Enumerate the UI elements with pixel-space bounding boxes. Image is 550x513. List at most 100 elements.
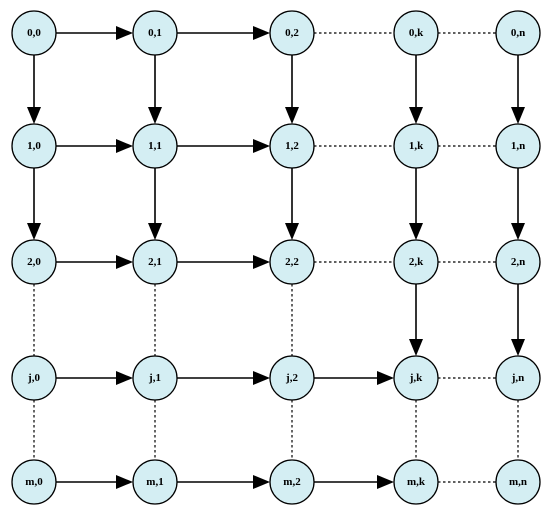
node-2-2: 2,2 bbox=[269, 239, 315, 285]
node-circle bbox=[269, 459, 315, 505]
node-label: m,n bbox=[509, 476, 527, 488]
node-label: 1,n bbox=[511, 140, 525, 152]
node-label: m,0 bbox=[25, 476, 43, 488]
node-circle bbox=[11, 239, 57, 285]
node-j-0: j,0 bbox=[11, 355, 57, 401]
node-circle bbox=[11, 10, 57, 56]
edge-1-k-to-2-k bbox=[409, 168, 423, 240]
arrowhead-icon bbox=[285, 107, 299, 124]
node-circle bbox=[495, 10, 541, 56]
node-circle bbox=[269, 239, 315, 285]
node-2-k: 2,k bbox=[393, 239, 439, 285]
edge-0-1-to-0-2 bbox=[177, 26, 270, 40]
node-label: m,k bbox=[407, 476, 426, 488]
node-2-0: 2,0 bbox=[11, 239, 57, 285]
edge-0-0-to-0-1 bbox=[56, 26, 133, 40]
edge-1-1-to-1-2 bbox=[177, 139, 270, 153]
node-label: 0,1 bbox=[148, 27, 162, 39]
node-label: 0,2 bbox=[285, 27, 299, 39]
arrowhead-icon bbox=[253, 139, 270, 153]
node-circle bbox=[11, 355, 57, 401]
node-2-1: 2,1 bbox=[132, 239, 178, 285]
edge-1-0-to-2-0 bbox=[27, 168, 41, 240]
node-circle bbox=[132, 459, 178, 505]
node-label: 2,2 bbox=[285, 256, 299, 268]
node-circle bbox=[11, 459, 57, 505]
node-0-n: 0,n bbox=[495, 10, 541, 56]
arrowhead-icon bbox=[148, 107, 162, 124]
node-circle bbox=[495, 355, 541, 401]
node-circle bbox=[393, 355, 439, 401]
edge-1-1-to-2-1 bbox=[148, 168, 162, 240]
node-label: m,2 bbox=[283, 476, 301, 488]
edge-1-2-to-2-2 bbox=[285, 168, 299, 240]
edge-0-0-to-1-0 bbox=[27, 55, 41, 124]
arrowhead-icon bbox=[116, 475, 133, 489]
node-label: 1,2 bbox=[285, 140, 299, 152]
edge-m-0-to-m-1 bbox=[56, 475, 133, 489]
node-0-k: 0,k bbox=[393, 10, 439, 56]
arrowhead-icon bbox=[511, 223, 525, 240]
node-m-0: m,0 bbox=[11, 459, 57, 505]
node-label: 2,n bbox=[511, 256, 525, 268]
node-label: 2,0 bbox=[27, 256, 41, 268]
node-circle bbox=[269, 123, 315, 169]
arrowhead-icon bbox=[285, 223, 299, 240]
node-j-2: j,2 bbox=[269, 355, 315, 401]
node-0-1: 0,1 bbox=[132, 10, 178, 56]
node-label: 1,1 bbox=[148, 140, 162, 152]
node-j-1: j,1 bbox=[132, 355, 178, 401]
node-j-k: j,k bbox=[393, 355, 439, 401]
edge-2-0-to-2-1 bbox=[56, 255, 133, 269]
edge-j-0-to-j-1 bbox=[56, 371, 133, 385]
edge-m-1-to-m-2 bbox=[177, 475, 270, 489]
node-circle bbox=[132, 123, 178, 169]
arrowhead-icon bbox=[409, 339, 423, 356]
node-1-k: 1,k bbox=[393, 123, 439, 169]
node-circle bbox=[132, 10, 178, 56]
node-1-n: 1,n bbox=[495, 123, 541, 169]
arrowhead-icon bbox=[377, 371, 394, 385]
node-label: j,k bbox=[409, 372, 423, 384]
edge-0-1-to-1-1 bbox=[148, 55, 162, 124]
node-m-1: m,1 bbox=[132, 459, 178, 505]
node-0-0: 0,0 bbox=[11, 10, 57, 56]
node-circle bbox=[393, 459, 439, 505]
node-circle bbox=[269, 355, 315, 401]
node-m-2: m,2 bbox=[269, 459, 315, 505]
node-label: 1,0 bbox=[27, 140, 41, 152]
node-label: j,1 bbox=[148, 372, 161, 384]
edge-1-0-to-1-1 bbox=[56, 139, 133, 153]
node-circle bbox=[393, 123, 439, 169]
arrowhead-icon bbox=[27, 107, 41, 124]
node-label: 0,0 bbox=[27, 27, 41, 39]
edge-2-k-to-j-k bbox=[409, 284, 423, 356]
edge-0-2-to-1-2 bbox=[285, 55, 299, 124]
edge-0-n-to-1-n bbox=[511, 55, 525, 124]
node-label: 1,k bbox=[409, 140, 424, 152]
arrowhead-icon bbox=[253, 371, 270, 385]
node-m-k: m,k bbox=[393, 459, 439, 505]
node-m-n: m,n bbox=[495, 459, 541, 505]
node-circle bbox=[393, 239, 439, 285]
arrowhead-icon bbox=[148, 223, 162, 240]
node-1-0: 1,0 bbox=[11, 123, 57, 169]
edge-2-1-to-2-2 bbox=[177, 255, 270, 269]
node-circle bbox=[132, 239, 178, 285]
node-label: j,n bbox=[511, 372, 525, 384]
edge-m-2-to-m-k bbox=[314, 475, 394, 489]
edge-1-n-to-2-n bbox=[511, 168, 525, 240]
node-label: 2,k bbox=[409, 256, 424, 268]
node-circle bbox=[269, 10, 315, 56]
node-label: j,2 bbox=[285, 372, 298, 384]
node-label: 2,1 bbox=[148, 256, 162, 268]
node-j-n: j,n bbox=[495, 355, 541, 401]
node-label: m,1 bbox=[146, 476, 163, 488]
node-label: 0,n bbox=[511, 27, 525, 39]
node-1-2: 1,2 bbox=[269, 123, 315, 169]
node-circle bbox=[495, 459, 541, 505]
node-0-2: 0,2 bbox=[269, 10, 315, 56]
node-label: j,0 bbox=[27, 372, 40, 384]
edge-2-n-to-j-n bbox=[511, 284, 525, 356]
